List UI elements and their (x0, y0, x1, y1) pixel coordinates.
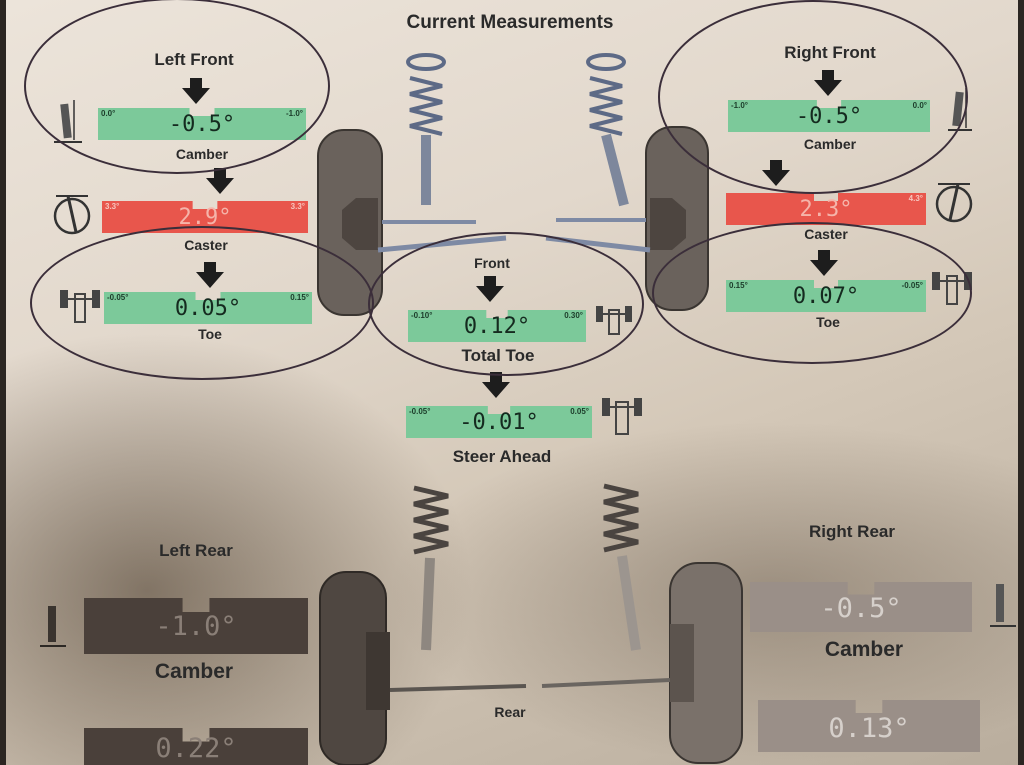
right-rear-toe-gauge: 0.13° (758, 694, 980, 752)
page-title: Current Measurements (406, 12, 614, 33)
left-front-camber-gauge: 0.0° -1.0° -0.5° (98, 100, 306, 140)
gauge-max: 4.3° (908, 194, 923, 203)
total-toe-icon (596, 306, 632, 335)
down-arrow-icon (762, 160, 790, 186)
left-front-spring (406, 53, 446, 205)
camber-icon (990, 584, 1016, 627)
right-front-hub (650, 198, 686, 250)
camber-icon (948, 88, 972, 131)
gauge-value: 0.05° (174, 296, 242, 321)
left-rear-hub (366, 632, 390, 710)
gauge-min: 0.15° (729, 281, 748, 290)
down-arrow-icon (482, 372, 510, 398)
right-front-toe-label: Toe (816, 314, 840, 330)
total-toe-label: Total Toe (461, 346, 535, 365)
down-arrow-icon (476, 276, 504, 302)
gauge-value: 2.9° (178, 205, 232, 230)
down-arrow-icon (196, 262, 224, 288)
gauge-max: 0.0° (912, 101, 927, 110)
front-label: Front (474, 255, 510, 271)
gauge-max: 0.30° (564, 311, 583, 320)
caster-icon (935, 183, 973, 223)
steer-ahead-icon (602, 398, 642, 435)
gauge-max: 0.05° (570, 407, 589, 416)
gauge-value: 0.13° (828, 713, 910, 744)
left-rear-camber-label: Camber (154, 660, 234, 683)
down-arrow-icon (206, 168, 234, 194)
right-front-spring (586, 53, 629, 207)
gauge-min: -0.05° (409, 407, 431, 416)
gauge-max: -0.05° (901, 281, 923, 290)
gauge-value: 2.3° (799, 197, 853, 222)
gauge-value: -0.5° (795, 104, 863, 129)
gauge-min: -0.05° (107, 293, 129, 302)
down-arrow-icon (814, 70, 842, 96)
gauge-min: 3.3° (105, 202, 120, 211)
down-arrow-icon (182, 78, 210, 104)
shadow-region (6, 330, 476, 765)
down-arrow-icon (810, 250, 838, 276)
gauge-value: -1.0° (155, 611, 237, 642)
left-rear-toe-gauge: 0.22° (84, 722, 308, 765)
left-rear-spring (413, 485, 449, 651)
left-front-caster-label: Caster (184, 237, 228, 253)
left-front-toe-label: Toe (198, 326, 222, 342)
total-toe-gauge: -0.10° 0.30° 0.12° (408, 302, 586, 342)
gauge-value: -0.5° (820, 593, 902, 624)
gauge-min: -0.10° (411, 311, 433, 320)
right-rear-camber-gauge: -0.5° (750, 576, 972, 632)
right-front-toe-gauge: 0.15° -0.05° 0.07° (726, 272, 926, 312)
right-rear-hub (670, 624, 694, 702)
rear-tie-rod (541, 678, 671, 688)
right-front-caster-label: Caster (804, 226, 848, 242)
gauge-value: 0.22° (155, 733, 237, 764)
camber-icon (54, 100, 82, 143)
right-front-camber-gauge: -1.0° 0.0° -0.5° (728, 92, 930, 132)
gauge-value: -0.5° (168, 112, 236, 137)
right-front-camber-label: Camber (803, 136, 857, 152)
right-rear-heading: Right Rear (809, 522, 895, 541)
front-tie-rod (377, 235, 507, 253)
gauge-value: -0.01° (459, 410, 539, 435)
steer-ahead-gauge: -0.05° 0.05° -0.01° (406, 398, 592, 438)
gauge-max: 3.3° (290, 202, 305, 211)
right-front-heading: Right Front (784, 43, 876, 62)
gauge-max: 0.15° (290, 293, 309, 302)
rear-tie-rod (389, 684, 527, 692)
gauge-max: -1.0° (286, 109, 303, 118)
toe-icon (932, 272, 972, 305)
suspension-drawing (317, 53, 743, 765)
right-front-caster-gauge: 4.3° 2.3° (726, 185, 926, 225)
left-rear-heading: Left Rear (159, 541, 233, 560)
left-front-caster-gauge: 3.3° 3.3° 2.9° (102, 193, 308, 233)
front-tie-rod (545, 235, 651, 253)
toe-icon (60, 290, 100, 323)
steer-ahead-label: Steer Ahead (452, 447, 552, 466)
gauge-min: -1.0° (731, 101, 748, 110)
printout-sheet: Current Measurements Left Front 0.0° -1.… (6, 0, 1018, 765)
caster-icon (53, 195, 91, 235)
left-front-hub (342, 198, 378, 250)
left-front-camber-label: Camber (175, 146, 229, 162)
right-rear-camber-label: Camber (824, 638, 904, 661)
rear-label: Rear (494, 704, 526, 720)
left-rear-camber-gauge: -1.0° (84, 592, 308, 654)
left-front-toe-gauge: -0.05° 0.15° 0.05° (104, 284, 312, 324)
right-rear-spring (603, 483, 641, 651)
gauge-min: 0.0° (101, 109, 116, 118)
gauge-value: 0.12° (463, 314, 531, 339)
gauge-value: 0.07° (792, 284, 860, 309)
left-front-heading: Left Front (154, 50, 234, 69)
camber-icon (40, 606, 66, 647)
